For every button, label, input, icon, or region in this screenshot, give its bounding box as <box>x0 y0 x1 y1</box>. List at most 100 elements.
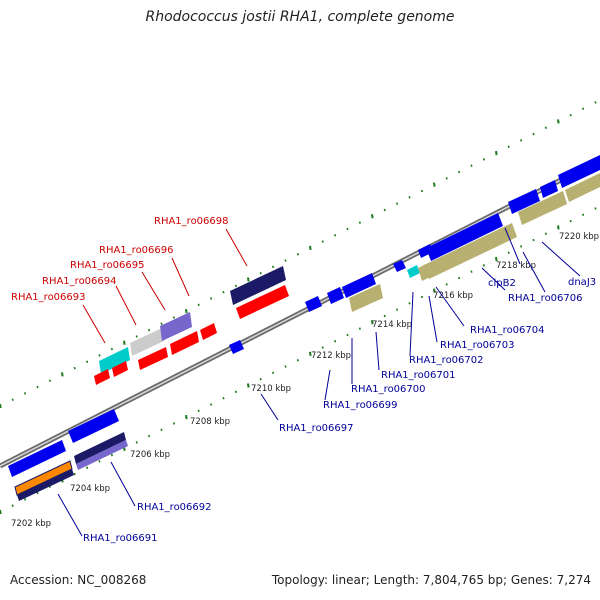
tick-mark <box>470 270 473 273</box>
gene-ro06704b <box>418 264 430 281</box>
tick-mark <box>247 383 250 388</box>
gene-ro06692 <box>74 432 126 464</box>
label-ro06698: RHA1_ro06698 <box>154 216 229 227</box>
tick-mark <box>458 276 461 280</box>
gene-ro06700b <box>342 273 376 298</box>
tick-label-7204: 7204 kbp <box>70 484 110 494</box>
tick-mark <box>284 365 287 368</box>
gene-ro06706 <box>540 180 558 198</box>
label-ro06704: RHA1_ro06704 <box>470 325 545 336</box>
tick-mark <box>296 358 299 362</box>
tick-label-7214: 7214 kbp <box>372 320 412 330</box>
gene-ro06700 <box>327 287 344 304</box>
tick-mark <box>61 372 64 377</box>
tick-mark <box>172 316 175 319</box>
tick-mark <box>408 302 411 305</box>
tick-mark <box>569 113 572 117</box>
tick-mark <box>582 213 585 217</box>
tick-mark <box>346 227 349 231</box>
tick-mark <box>507 251 510 254</box>
tick-mark <box>234 284 237 288</box>
label-ro06691: RHA1_ro06691 <box>83 533 158 544</box>
tick-mark <box>557 119 560 124</box>
tick-mark <box>594 101 597 104</box>
gene-ro06694 <box>130 328 164 356</box>
tick-mark <box>185 414 188 420</box>
tick-mark <box>160 428 163 432</box>
tick-mark <box>557 225 560 230</box>
label-ro06694: RHA1_ro06694 <box>42 276 117 287</box>
tick-labels: 7202 kbp 7204 kbp 7206 kbp 7208 kbp 7210… <box>11 232 599 529</box>
tick-label-7216: 7216 kbp <box>433 291 473 301</box>
tick-label-7218: 7218 kbp <box>496 261 536 271</box>
leader-lines <box>57 227 581 537</box>
tick-mark <box>569 219 572 223</box>
tick-mark <box>334 340 337 343</box>
tick-mark <box>594 207 597 210</box>
tick-mark <box>482 264 485 267</box>
tick-mark <box>309 351 312 357</box>
gene-ro06704 <box>424 223 517 279</box>
gene-clpB2 <box>518 191 567 225</box>
tick-mark <box>98 354 101 357</box>
tick-mark <box>321 240 324 243</box>
gene-ro06696 <box>170 331 199 355</box>
tick-mark <box>148 328 151 332</box>
tick-mark <box>321 346 324 349</box>
tick-mark <box>160 322 163 326</box>
tick-mark <box>0 403 2 409</box>
tick-mark <box>48 379 51 382</box>
tick-mark <box>272 265 275 269</box>
label-ro06696: RHA1_ro06696 <box>99 245 174 256</box>
tick-mark <box>544 126 547 129</box>
tick-mark <box>172 422 175 425</box>
label-dnaJ3: dnaJ3 <box>568 277 596 288</box>
label-ro06692: RHA1_ro06692 <box>137 502 212 513</box>
accession-text: Accession: NC_008268 <box>10 573 147 587</box>
tick-mark <box>247 277 250 282</box>
gene-ro06698b <box>236 285 289 319</box>
tick-mark <box>98 460 101 463</box>
tick-mark <box>0 509 2 515</box>
label-clpB2: clpB2 <box>488 278 516 289</box>
tick-mark <box>222 396 225 400</box>
tick-mark <box>73 472 76 476</box>
tick-label-7210: 7210 kbp <box>251 384 291 394</box>
tick-mark <box>371 320 374 325</box>
gene-ro06700c <box>349 284 383 312</box>
gene-dnaJ3 <box>558 155 600 188</box>
label-ro06697: RHA1_ro06697 <box>279 423 354 434</box>
gene-ro06693 <box>99 347 130 374</box>
label-ro06693: RHA1_ro06693 <box>11 292 86 303</box>
label-ro06700: RHA1_ro06700 <box>351 384 426 395</box>
label-ro06699: RHA1_ro06699 <box>323 400 398 411</box>
tick-mark <box>210 297 213 300</box>
tick-mark <box>445 177 448 180</box>
gene-ro06690b <box>68 409 119 443</box>
tick-mark <box>24 392 27 395</box>
tick-mark <box>495 256 498 262</box>
tick-mark <box>86 466 89 469</box>
tick-label-7208: 7208 kbp <box>190 417 230 427</box>
gene-ro06696b <box>200 323 217 340</box>
tick-mark <box>544 232 547 235</box>
tick-mark <box>495 150 498 156</box>
tick-mark <box>309 245 312 251</box>
tick-mark <box>334 234 337 237</box>
tick-mark <box>86 360 89 363</box>
genome-backbone <box>0 157 600 469</box>
tick-mark <box>197 303 200 307</box>
tick-mark <box>36 385 39 389</box>
gene-ro06703 <box>426 213 503 261</box>
tick-mark <box>358 221 361 224</box>
tick-mark <box>532 238 535 242</box>
tick-rows <box>0 101 597 515</box>
tick-mark <box>222 290 225 294</box>
label-ro06703: RHA1_ro06703 <box>440 340 515 351</box>
gene-ro06697 <box>229 340 244 354</box>
tick-mark <box>532 132 535 136</box>
tick-mark <box>520 139 523 142</box>
tick-mark <box>358 327 361 330</box>
tick-mark <box>383 314 386 318</box>
